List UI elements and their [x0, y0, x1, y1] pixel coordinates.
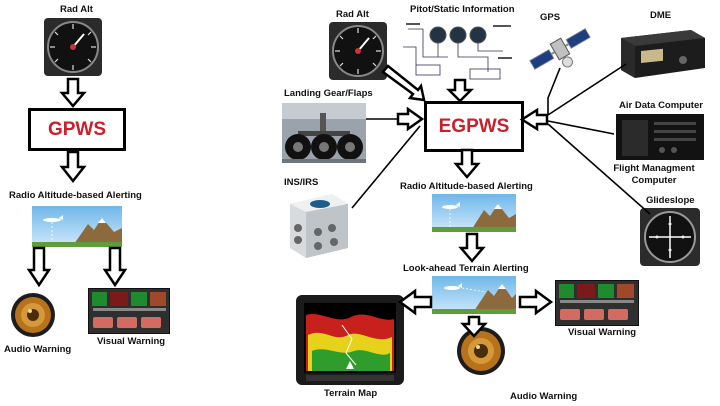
- right-rad-alt-label: Rad Alt: [336, 9, 369, 20]
- left-alert-image-icon: [32, 206, 122, 247]
- ins-box-icon: [290, 194, 348, 258]
- left-speaker-icon: [11, 293, 55, 337]
- left-visual-warning-label: Visual Warning: [97, 336, 166, 347]
- dme-label: DME: [650, 10, 672, 21]
- right-radio-alerting-label: Radio Altitude-based Alerting: [400, 181, 533, 192]
- right-rad-alt-gauge-icon: [329, 22, 387, 80]
- left-audio-warning-label: Audio Warning: [4, 344, 72, 355]
- gps-label: GPS: [540, 12, 561, 23]
- left-rad-alt-label: Rad Alt: [60, 4, 93, 15]
- gpws-box: GPWS: [28, 108, 126, 151]
- landing-gear-icon: [282, 103, 366, 163]
- terrain-map-icon: [296, 295, 404, 385]
- egpws-box: EGPWS: [424, 101, 524, 152]
- arrow-down: [102, 246, 128, 288]
- fmc-label-line1: Flight Managment: [613, 163, 695, 174]
- right-warning-panel: [555, 280, 639, 326]
- right-speaker-icon: [457, 327, 505, 375]
- left-rad-alt-gauge-icon: [44, 18, 102, 76]
- egpws-title: EGPWS: [438, 115, 510, 137]
- left-radio-alerting-label: Radio Altitude-based Alerting: [9, 190, 142, 201]
- right-audio-warning-label: Audio Warning: [510, 391, 578, 402]
- terrain-map-label: Terrain Map: [324, 388, 378, 399]
- pitot-static-label: Pitot/Static Information: [410, 4, 515, 15]
- fmc-label-line2: Computer: [631, 175, 677, 186]
- dme-unit-icon: [621, 30, 705, 78]
- arrow-down: [26, 246, 52, 288]
- gps-satellite-icon: [529, 28, 591, 70]
- glideslope-gauge-icon: [640, 208, 700, 266]
- air-data-computer-icon: [616, 114, 704, 160]
- lookahead-image-icon: [432, 276, 516, 314]
- right-visual-warning-label: Visual Warning: [568, 327, 637, 338]
- air-data-label: Air Data Computer: [619, 100, 703, 111]
- ins-irs-label: INS/IRS: [284, 177, 319, 188]
- glideslope-label: Glideslope: [646, 195, 695, 206]
- right-alert-image-icon: [432, 194, 516, 232]
- left-warning-panel: [88, 288, 170, 334]
- pitot-schematic-icon: [398, 17, 518, 83]
- arrow-down: [59, 77, 87, 108]
- landing-gear-label: Landing Gear/Flaps: [284, 88, 373, 99]
- lookahead-label: Look-ahead Terrain Alerting: [403, 263, 529, 274]
- gpws-title: GPWS: [47, 118, 107, 140]
- arrow-down: [59, 150, 87, 184]
